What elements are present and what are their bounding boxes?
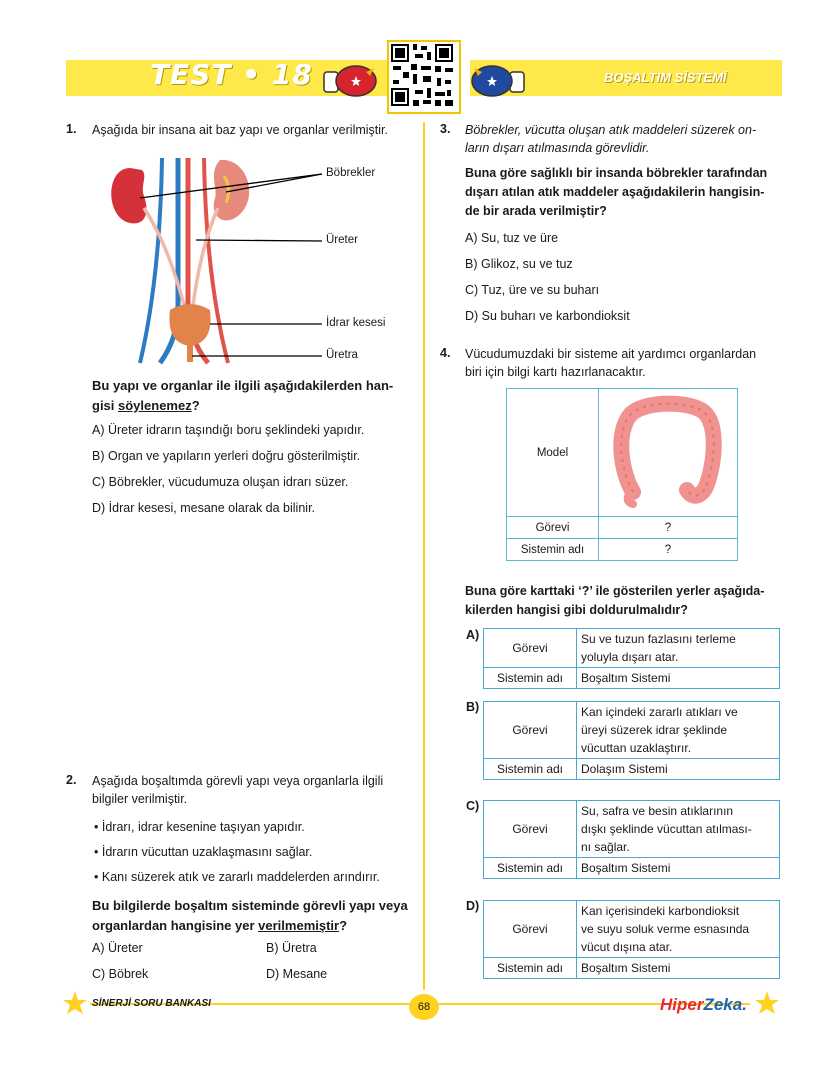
label-idrar-kesesi: İdrar kesesi bbox=[326, 317, 386, 329]
column-divider bbox=[423, 122, 425, 990]
card-model-label: Model bbox=[506, 388, 599, 517]
option-d-sistem-value: Boşaltım Sistemi bbox=[576, 957, 780, 979]
star-icon bbox=[755, 991, 779, 1014]
q2-text-line1: Aşağıda boşaltımda görevli yapı veya org… bbox=[92, 774, 384, 788]
option-b-gorevi-label: Görevi bbox=[483, 701, 577, 759]
q3-option-b[interactable]: B) Glikoz, su ve tuz bbox=[465, 257, 573, 271]
q2-number: 2. bbox=[66, 773, 77, 787]
q2-bullet-2: • İdrarın vücuttan uzaklaşmasını sağlar. bbox=[94, 845, 313, 859]
card-sistem-label: Sistemin adı bbox=[506, 538, 599, 561]
star-icon bbox=[63, 991, 87, 1014]
q1-option-c[interactable]: C) Böbrekler, vücudumuza oluşan idrarı s… bbox=[92, 475, 349, 489]
option-c-gorevi-label: Görevi bbox=[483, 800, 577, 858]
blue-boxing-glove-icon bbox=[471, 65, 525, 97]
option-c-sistem-value: Boşaltım Sistemi bbox=[576, 857, 780, 879]
q4-option-c-letter[interactable]: C) bbox=[466, 799, 480, 813]
option-b-sistem-value: Dolaşım Sistemi bbox=[576, 758, 780, 780]
q4-option-a-letter[interactable]: A) bbox=[466, 628, 480, 642]
option-d-gorevi-label: Görevi bbox=[483, 900, 577, 958]
option-a-sistem-value: Boşaltım Sistemi bbox=[576, 667, 780, 689]
q4-text-line1: Vücudumuzdaki bir sisteme ait yardımcı o… bbox=[465, 347, 757, 361]
card-sistem-value: ? bbox=[598, 538, 738, 561]
q2-text-line2: bilgiler verilmiştir. bbox=[92, 792, 188, 806]
q2-bullet-1: • İdrarı, idrar kesenine taşıyan yapıdır… bbox=[94, 820, 305, 834]
q4-option-d-letter[interactable]: D) bbox=[466, 899, 480, 913]
page-number: 68 bbox=[409, 994, 439, 1020]
q1-text: Aşağıda bir insana ait baz yapı ve organ… bbox=[92, 123, 388, 137]
q1-option-d[interactable]: D) İdrar kesesi, mesane olarak da bilini… bbox=[92, 501, 316, 515]
q3-text-line2: ların dışarı atılmasında görevlidir. bbox=[465, 141, 650, 155]
red-boxing-glove-icon bbox=[323, 65, 377, 97]
q2-option-c[interactable]: C) Böbrek bbox=[92, 967, 149, 981]
q3-option-a[interactable]: A) Su, tuz ve üre bbox=[465, 231, 559, 245]
q4-text-line2: biri için bilgi kartı hazırlanacaktır. bbox=[465, 365, 646, 379]
q2-option-a[interactable]: A) Üreter bbox=[92, 941, 143, 955]
q1-option-b[interactable]: B) Organ ve yapıların yerleri doğru göst… bbox=[92, 449, 361, 463]
q4-option-b-letter[interactable]: B) bbox=[466, 700, 480, 714]
q3-question: Buna göre sağlıklı bir insanda böbrekler… bbox=[465, 166, 768, 218]
option-c-sistem-label: Sistemin adı bbox=[483, 857, 577, 879]
q3-option-d[interactable]: D) Su buharı ve karbondioksit bbox=[465, 309, 630, 323]
q4-number: 4. bbox=[440, 346, 451, 360]
urinary-system-illustration bbox=[111, 157, 323, 365]
q1-number: 1. bbox=[66, 122, 77, 136]
large-intestine-illustration bbox=[613, 395, 722, 508]
q1-option-a[interactable]: A) Üreter idrarın taşındığı boru şeklind… bbox=[92, 423, 365, 437]
card-gorevi-value: ? bbox=[598, 516, 738, 539]
q2-bullet-3: • Kanı süzerek atık ve zararlı maddelerd… bbox=[94, 870, 380, 884]
q2-question: Bu bilgilerde boşaltım sisteminde görevl… bbox=[92, 898, 408, 933]
option-a-sistem-label: Sistemin adı bbox=[483, 667, 577, 689]
footer-series-name: SİNERJİ SORU BANKASI bbox=[92, 998, 211, 1009]
card-model-image bbox=[598, 388, 738, 517]
q4-question: Buna göre karttaki ‘?’ ile gösterilen ye… bbox=[465, 584, 765, 617]
info-card: Model Görevi ? Sistemin adı ? bbox=[506, 388, 738, 561]
card-gorevi-label: Görevi bbox=[506, 516, 599, 539]
q3-text-line1: Böbrekler, vücutta oluşan atık maddeleri… bbox=[465, 123, 757, 137]
label-bobrekler: Böbrekler bbox=[326, 167, 376, 179]
q2-option-b[interactable]: B) Üretra bbox=[266, 941, 317, 955]
publisher-logo: HiperZeka. bbox=[660, 995, 747, 1014]
q3-option-c[interactable]: C) Tuz, üre ve su buharı bbox=[465, 283, 600, 297]
option-a-gorevi-label: Görevi bbox=[483, 628, 577, 668]
q2-option-d[interactable]: D) Mesane bbox=[266, 967, 328, 981]
label-uretra: Üretra bbox=[326, 349, 358, 361]
option-d-sistem-label: Sistemin adı bbox=[483, 957, 577, 979]
q1-question: Bu yapı ve organlar ile ilgili aşağıdaki… bbox=[92, 378, 394, 413]
label-ureter: Üreter bbox=[326, 234, 358, 246]
topic-title: BOŞALTIM SİSTEMİ bbox=[604, 70, 727, 85]
option-b-sistem-label: Sistemin adı bbox=[483, 758, 577, 780]
test-title: TEST • 18 bbox=[150, 58, 313, 91]
qr-code[interactable] bbox=[387, 40, 461, 114]
q3-number: 3. bbox=[440, 122, 451, 136]
